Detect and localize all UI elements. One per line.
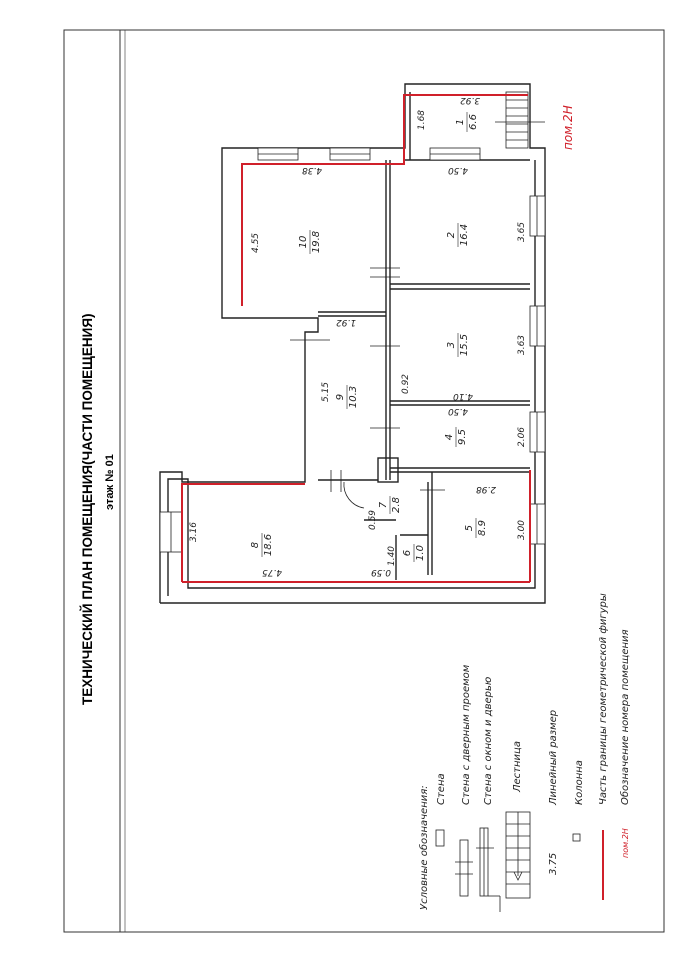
legend-label: Колонна <box>574 760 585 805</box>
dimension-label: 3.92 <box>460 95 480 105</box>
room-10: 10 19.8 <box>298 230 322 254</box>
wall-window-symbol <box>476 827 501 912</box>
legend: Условные обозначения: Стена Стена с двер… <box>418 593 631 912</box>
room-3: 3 15.5 <box>446 333 470 357</box>
room-area: 18.6 <box>263 534 274 556</box>
dimension-label: 4.50 <box>448 165 468 175</box>
room-area: 15.5 <box>459 334 470 356</box>
legend-heading: Условные обозначения: <box>418 785 430 910</box>
dimension-label: 4.38 <box>302 165 322 175</box>
premise-boundary <box>181 94 531 583</box>
room-number: 6 <box>402 550 413 556</box>
room-area: 9.5 <box>457 429 468 445</box>
room-area: 6.6 <box>468 114 479 130</box>
room-area: 1.0 <box>415 545 426 561</box>
dimension-label: 0.59 <box>368 510 378 530</box>
legend-label: Стена с окном и дверью <box>483 677 494 805</box>
dimension-label: 0.59 <box>371 567 391 577</box>
legend-label: Стена <box>436 773 447 805</box>
room-area: 10.3 <box>348 386 359 408</box>
dimension-label: 1.68 <box>417 110 427 130</box>
dimension-label: 1.92 <box>336 317 356 327</box>
dimension-label: 4.10 <box>453 391 473 401</box>
dimension-label: 3.65 <box>517 222 527 242</box>
room-number: 4 <box>444 434 455 440</box>
page-title: ТЕХНИЧЕСКИЙ ПЛАН ПОМЕЩЕНИЯ(ЧАСТИ ПОМЕЩЕН… <box>80 313 95 705</box>
room-area: 19.8 <box>311 231 322 253</box>
room-8: 8 18.6 <box>250 533 274 557</box>
room-labels: 1 6.6 2 16.4 3 15.5 4 9.5 5 8.9 6 1.0 <box>250 112 488 562</box>
room-5: 5 8.9 <box>464 518 488 538</box>
dimension-label: 4.75 <box>262 567 282 577</box>
dimension-label: 5.15 <box>321 382 331 402</box>
room-number: 7 <box>378 501 389 508</box>
staircase <box>495 91 545 149</box>
column-symbol <box>572 833 581 842</box>
room-area: 2.8 <box>391 497 402 513</box>
room-7: 7 2.8 <box>378 496 402 514</box>
dimension-label: 3.00 <box>517 520 527 540</box>
room-4: 4 9.5 <box>444 427 468 447</box>
room-9: 9 10.3 <box>335 385 359 409</box>
room-number: 2 <box>446 232 457 238</box>
room-number: 5 <box>464 525 475 531</box>
room-number: 8 <box>250 542 261 548</box>
room-number: 9 <box>335 394 346 400</box>
room-6: 6 1.0 <box>402 544 426 562</box>
legend-label: Часть границы геометрической фигуры <box>598 593 609 805</box>
dimension-label: 2.98 <box>476 484 496 494</box>
dimension-label: 4.55 <box>251 233 261 253</box>
premise-label: пом.2Н <box>561 105 575 150</box>
wall-door-symbol <box>455 839 473 897</box>
room-area: 8.9 <box>477 520 488 536</box>
door-markers <box>290 267 445 509</box>
stair-symbol <box>505 811 531 899</box>
room-number: 10 <box>298 236 309 249</box>
dimension-label: 3.16 <box>189 522 199 542</box>
legend-label: Линейный размер <box>548 710 559 806</box>
dimension-label: 4.50 <box>448 406 468 416</box>
windows <box>159 147 546 553</box>
dimension-sample: 3.75 <box>548 853 559 875</box>
floor-label: этаж № 01 <box>104 454 116 510</box>
premise-number-sample: пом.2Н <box>621 828 630 858</box>
page-frame <box>63 29 665 933</box>
room-number: 1 <box>455 119 466 125</box>
dimension-labels: 3.92 1.68 4.38 4.50 4.55 3.65 1.92 3.63 … <box>189 95 527 577</box>
legend-label: Обозначение номера помещения <box>619 629 631 805</box>
legend-label: Лестница <box>512 741 523 793</box>
wall-symbol <box>435 829 445 847</box>
dimension-label: 2.06 <box>517 427 527 447</box>
dimension-label: 3.63 <box>517 335 527 355</box>
dimension-label: 1.40 <box>387 546 397 566</box>
room-area: 16.4 <box>459 224 470 246</box>
legend-label: Стена с дверным проемом <box>461 664 472 805</box>
room-1: 1 6.6 <box>455 112 479 132</box>
room-2: 2 16.4 <box>446 223 470 247</box>
dimension-label: 0.92 <box>401 374 411 394</box>
room-number: 3 <box>446 342 457 348</box>
